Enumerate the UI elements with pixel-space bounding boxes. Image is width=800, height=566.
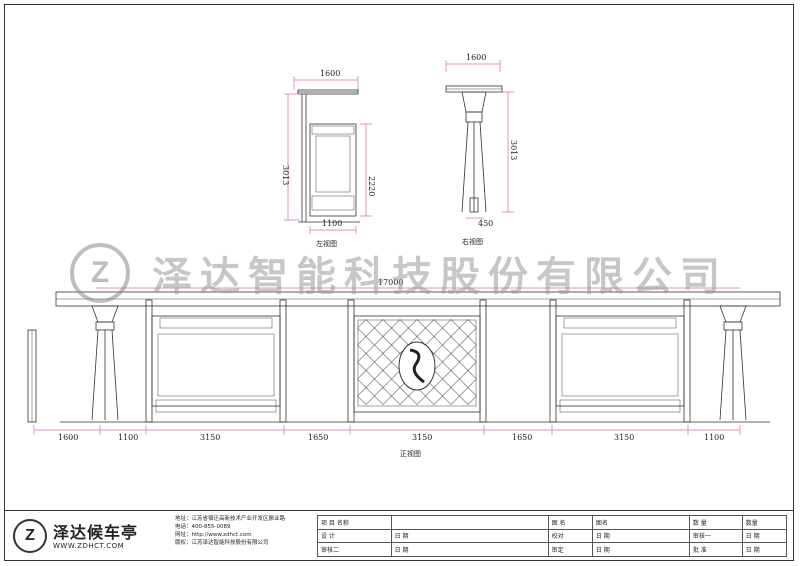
company-address: 地址：江苏省宿迁高新技术产业开发区振业路 <box>175 516 286 522</box>
lattice-motif <box>391 319 409 337</box>
left-height-total: 3013 <box>281 165 290 185</box>
brand-logo-icon: Z <box>13 519 47 553</box>
lattice-motif <box>459 353 477 371</box>
proofread-date: 日 期 <box>591 528 690 544</box>
company-info: 地址：江苏省宿迁高新技术产业开发区振业路 电话：400-855-0089 网址：… <box>175 515 315 547</box>
brand: Z 泽达候车亭 WWW.ZDHCT.COM <box>13 517 173 557</box>
drawing-sheet <box>4 4 794 561</box>
proofread-label: 校对 <box>547 528 593 544</box>
lattice-motif <box>374 353 392 371</box>
review1-date: 日 期 <box>741 528 788 544</box>
lattice-motif <box>357 319 375 337</box>
lattice-motif <box>442 319 460 337</box>
title-grid: 项 目 名称 图 名 图名 数 量 数量 设 计 日 期 校对 日 期 审核一 … <box>317 515 788 557</box>
right-height-total: 3013 <box>509 140 518 160</box>
drawing-name-value: 图名 <box>591 515 690 530</box>
lattice-motif <box>459 336 477 354</box>
title-row-design: 设 计 日 期 校对 日 期 审核一 日 期 <box>317 528 788 544</box>
front-segment-width: 1650 <box>308 433 328 442</box>
front-segment-width: 3150 <box>412 433 432 442</box>
lattice-motif <box>459 387 477 405</box>
front-view-caption: 正视图 <box>400 449 421 458</box>
front-segment-width: 1600 <box>58 433 78 442</box>
lattice-motif <box>425 387 443 405</box>
front-segment-width: 1650 <box>512 433 532 442</box>
left-height-inner: 2220 <box>367 176 376 196</box>
company-phone: 电话：400-855-0089 <box>175 524 231 530</box>
front-segment-width: 3150 <box>614 433 634 442</box>
lattice-motif <box>442 336 460 354</box>
lattice-motif <box>357 387 375 405</box>
lattice-motif <box>391 387 409 405</box>
project-name-value <box>390 515 549 530</box>
lattice-motif <box>374 370 392 388</box>
brand-url: WWW.ZDHCT.COM <box>53 542 125 550</box>
title-block: Z 泽达候车亭 WWW.ZDHCT.COM 地址：江苏省宿迁高新技术产业开发区振… <box>5 510 793 560</box>
front-segment-width: 1100 <box>704 433 724 442</box>
lattice-motif <box>459 370 477 388</box>
final-review-label: 审定 <box>547 542 593 557</box>
lattice-motif <box>408 319 426 337</box>
lattice-motif <box>442 370 460 388</box>
lattice-motif <box>357 353 375 371</box>
lattice-motif <box>408 387 426 405</box>
lattice-motif <box>442 387 460 405</box>
right-view-caption: 右视图 <box>462 237 483 246</box>
front-overall-width: 17000 <box>378 278 403 287</box>
brand-name: 泽达候车亭 <box>53 523 139 542</box>
company-copyright: 版权：江苏泽达智能科技股份有限公司 <box>175 540 269 546</box>
company-website: 网址：http://www.zdhct.com <box>175 532 252 538</box>
project-name-label: 项 目 名称 <box>317 515 392 530</box>
review2-date: 日 期 <box>390 542 549 557</box>
brand-logo-letter: Z <box>25 527 35 544</box>
review2-label: 审核二 <box>317 542 392 557</box>
lattice-motif <box>374 336 392 354</box>
lattice-motif <box>374 319 392 337</box>
front-segment-width: 1100 <box>118 433 138 442</box>
design-label: 设 计 <box>317 528 392 544</box>
right-width-top: 1600 <box>466 53 486 62</box>
front-segment-width: 3150 <box>200 433 220 442</box>
lattice-motif <box>357 336 375 354</box>
engineering-drawing: 1600 3013 2220 1100 左视图 1600 <box>27 53 781 458</box>
left-width-top: 1600 <box>320 69 340 78</box>
left-view: 1600 3013 2220 1100 左视图 <box>281 69 376 248</box>
quantity-value: 数量 <box>741 515 788 530</box>
lattice-motif <box>357 370 375 388</box>
lattice-motif <box>442 353 460 371</box>
lattice-motif <box>459 319 477 337</box>
design-date: 日 期 <box>390 528 549 544</box>
quantity-label: 数 量 <box>688 515 743 530</box>
right-view: 1600 3013 450 右视图 <box>445 53 518 246</box>
approve-label: 批 准 <box>688 542 743 557</box>
lattice-motif <box>425 319 443 337</box>
review1-label: 审核一 <box>688 528 743 544</box>
front-view: 17000 <box>27 278 781 458</box>
lattice-motif <box>374 387 392 405</box>
left-width-bottom: 1100 <box>322 219 342 228</box>
right-width-bottom: 450 <box>478 219 493 228</box>
drawing-name-label: 图 名 <box>547 515 593 530</box>
title-row-project: 项 目 名称 图 名 图名 数 量 数量 <box>317 515 788 530</box>
final-review-date: 日 期 <box>591 542 690 557</box>
left-view-caption: 左视图 <box>316 239 337 248</box>
title-row-approval: 审核二 日 期 审定 日 期 批 准 日 期 <box>317 542 788 557</box>
approve-date: 日 期 <box>741 542 788 557</box>
